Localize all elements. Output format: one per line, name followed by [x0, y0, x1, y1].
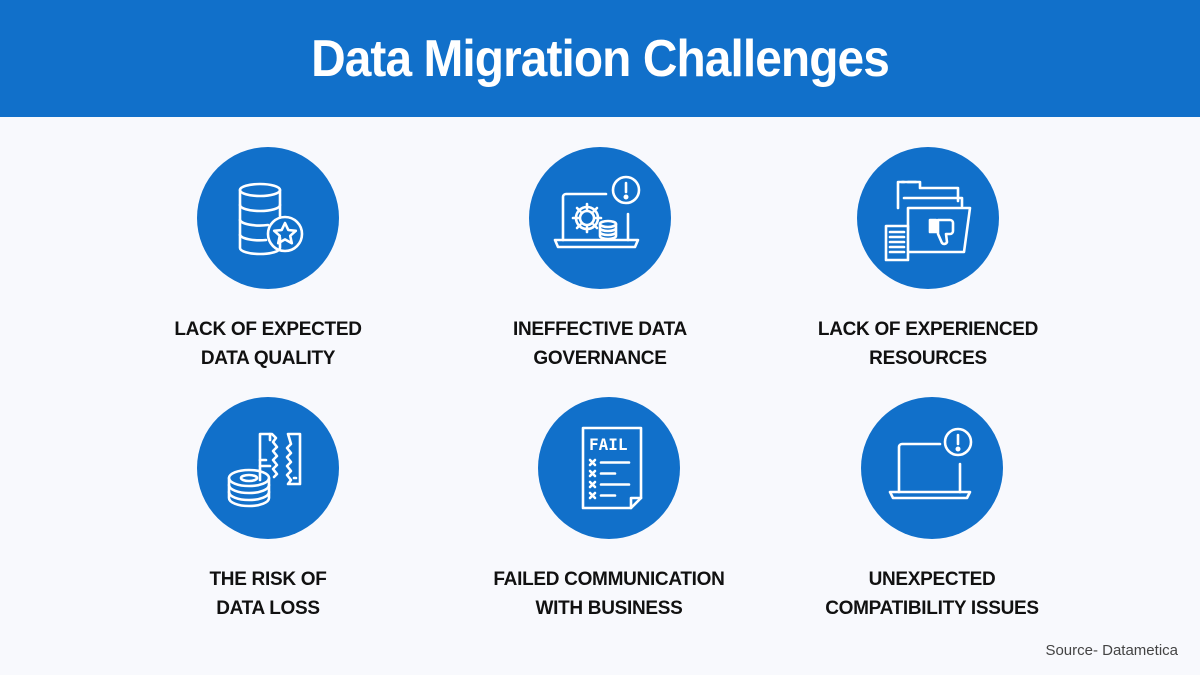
torn-document-database-icon [227, 432, 302, 508]
challenge-label: INEFFECTIVE DATA GOVERNANCE [513, 319, 687, 369]
svg-text:FAIL: FAIL [589, 435, 628, 454]
challenge-card-experienced-resources: LACK OF EXPERIENCED RESOURCES [778, 147, 1078, 373]
challenge-card-data-governance: INEFFECTIVE DATA GOVERNANCE [450, 147, 750, 373]
fail-checklist-icon: FAIL [581, 426, 643, 510]
header-banner: Data Migration Challenges [0, 0, 1200, 117]
challenge-card-failed-communication: FAIL FAILED COMMUNICATION WITH BUSINESS [459, 397, 759, 623]
page-title: Data Migration Challenges [311, 29, 890, 88]
icon-circle [197, 397, 339, 539]
icon-circle [857, 147, 999, 289]
challenge-card-compatibility-issues: UNEXPECTED COMPATIBILITY ISSUES [782, 397, 1082, 623]
laptop-alert-icon [888, 427, 973, 500]
icon-circle: FAIL [538, 397, 680, 539]
source-credit: Source- Datametica [1045, 642, 1178, 659]
icon-circle [861, 397, 1003, 539]
icon-circle [529, 147, 671, 289]
folder-thumbs-down-icon [884, 180, 972, 262]
database-star-icon [238, 182, 304, 256]
challenge-label: UNEXPECTED COMPATIBILITY ISSUES [825, 569, 1039, 619]
challenge-label: THE RISK OF DATA LOSS [209, 569, 327, 619]
challenge-card-data-quality: LACK OF EXPECTED DATA QUALITY [118, 147, 418, 373]
challenge-card-data-loss: THE RISK OF DATA LOSS [118, 397, 418, 623]
challenge-label: LACK OF EXPERIENCED RESOURCES [817, 319, 1039, 369]
laptop-gear-alert-icon [553, 175, 641, 249]
challenge-label: LACK OF EXPECTED DATA QUALITY [174, 319, 362, 369]
challenge-label: FAILED COMMUNICATION WITH BUSINESS [493, 569, 725, 619]
icon-circle [197, 147, 339, 289]
